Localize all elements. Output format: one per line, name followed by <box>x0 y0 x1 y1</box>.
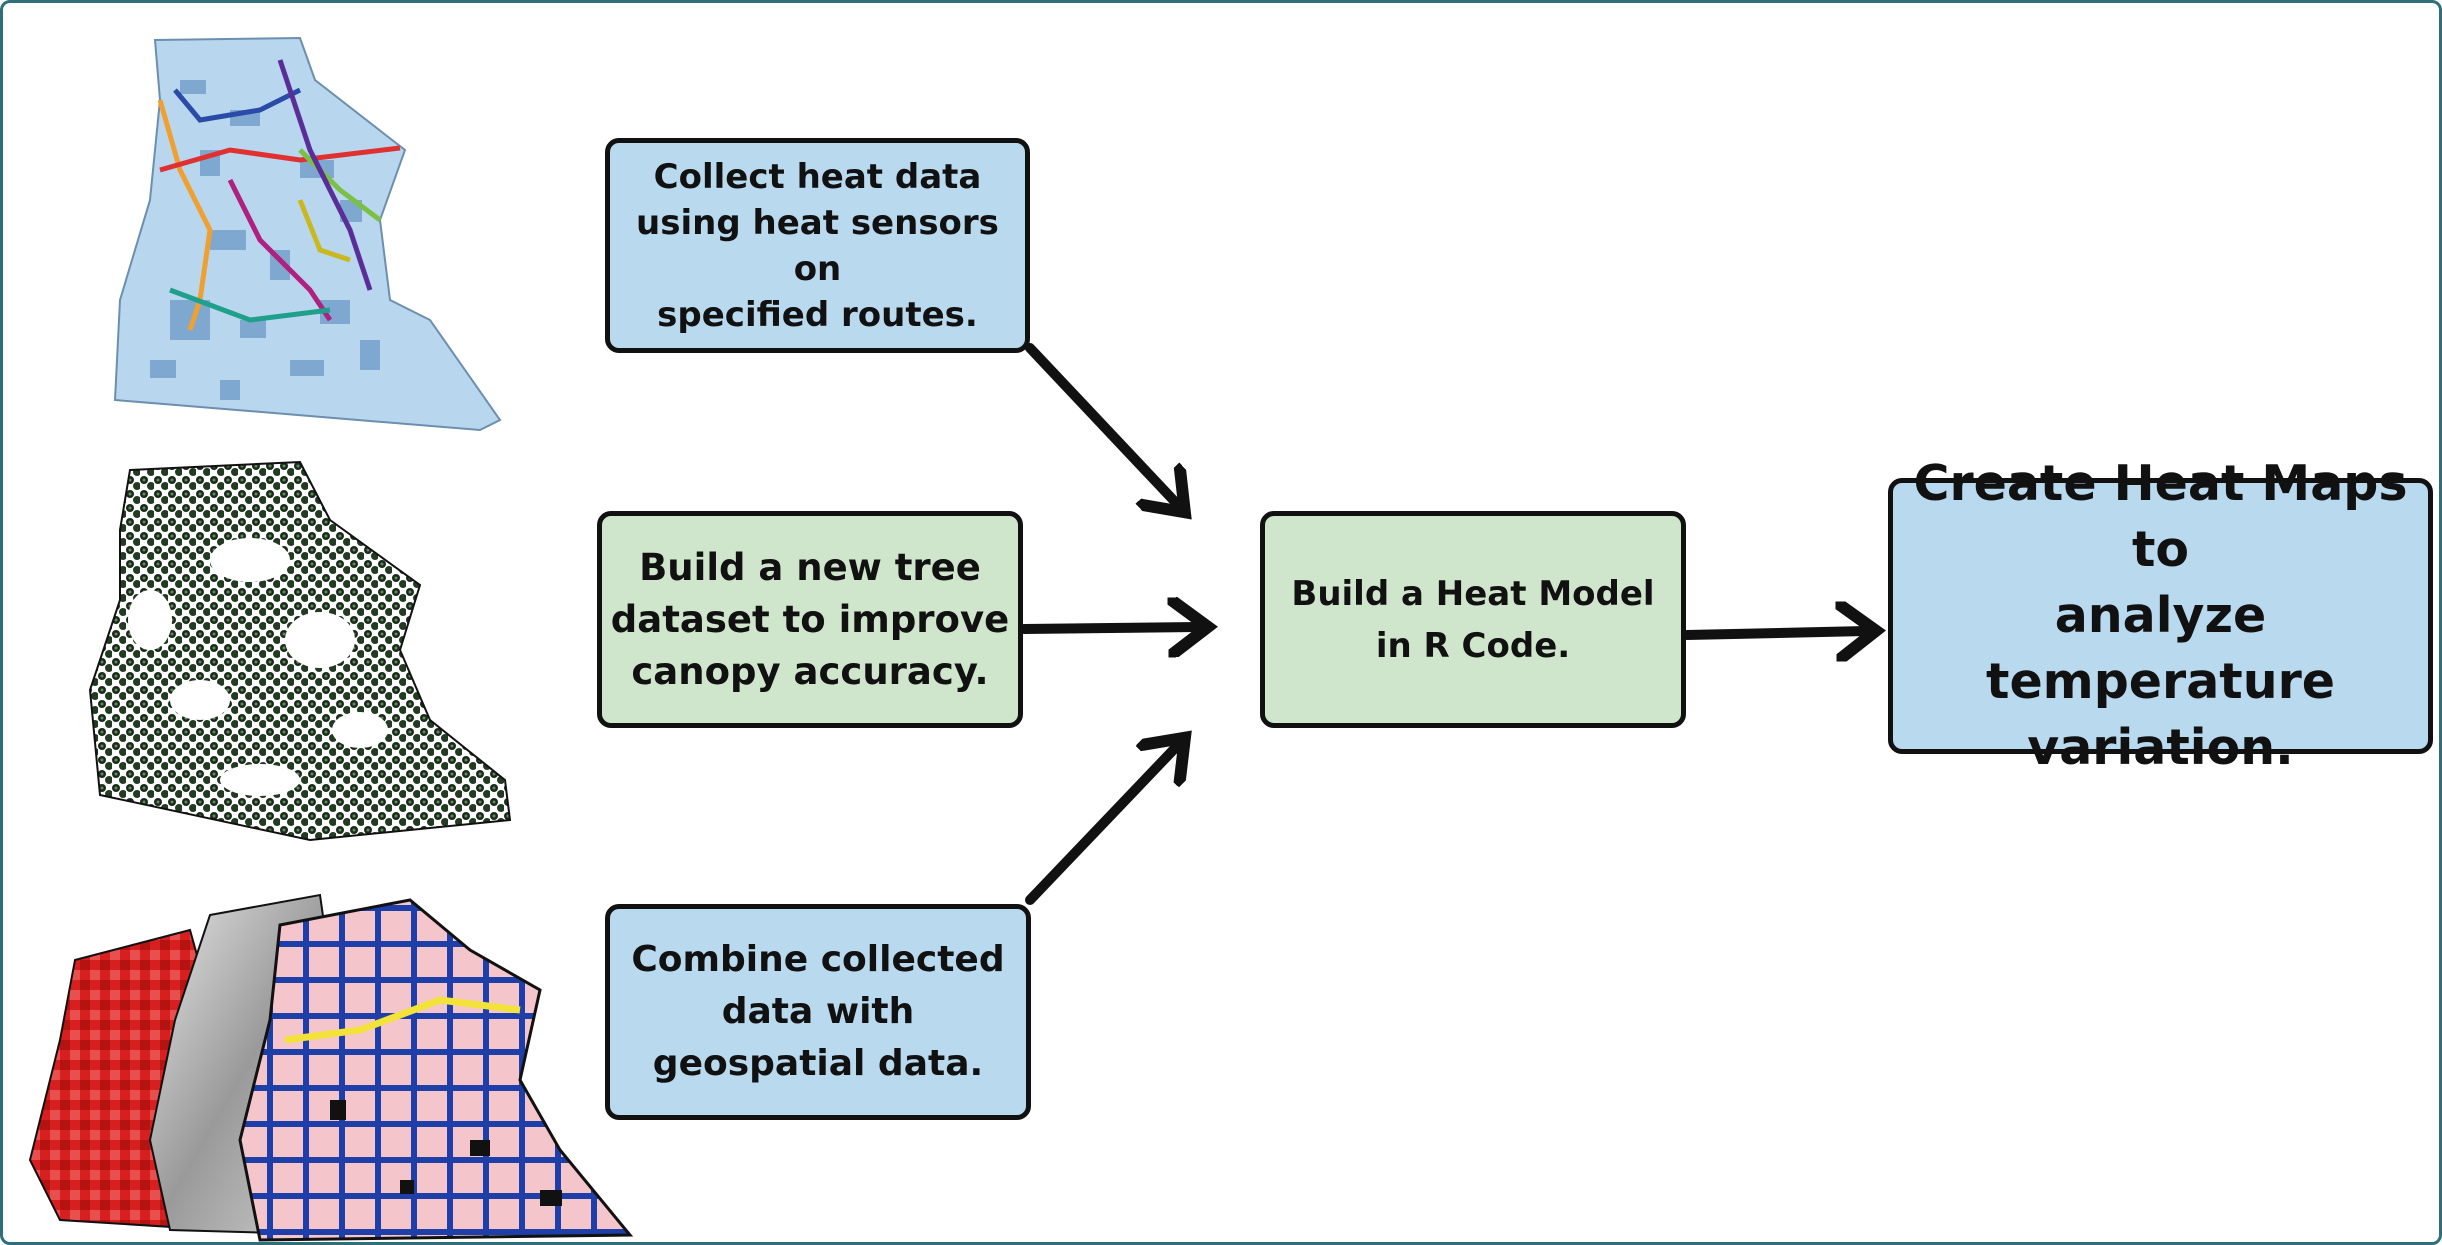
step-collect-label: Collect heat data using heat sensors on … <box>636 156 999 335</box>
step-build-heat-model: Build a Heat Model in R Code. <box>1260 511 1686 728</box>
arrow-combine-to-model <box>1025 745 1178 905</box>
step-combine-label: Combine collected data with geospatial d… <box>631 939 1005 1084</box>
step-model-label: Build a Heat Model in R Code. <box>1291 573 1655 666</box>
step-tree-label: Build a new tree dataset to improve cano… <box>610 545 1010 693</box>
step-create-heat-maps: Create Heat Maps to analyze temperature … <box>1888 455 2433 776</box>
route-map-image <box>113 36 502 432</box>
step-maps-label: Create Heat Maps to analyze temperature … <box>1913 455 2408 776</box>
step-build-tree-dataset: Build a new tree dataset to improve cano… <box>597 511 1023 728</box>
arrows <box>1019 343 1866 905</box>
arrow-tree-to-model <box>1019 627 1198 629</box>
tree-canopy-map-image <box>88 460 512 842</box>
arrow-model-to-maps <box>1682 631 1866 635</box>
geospatial-layers-image <box>28 893 634 1242</box>
arrow-collect-to-model <box>1025 343 1178 505</box>
step-combine-data: Combine collected data with geospatial d… <box>605 904 1031 1120</box>
step-collect-heat-data: Collect heat data using heat sensors on … <box>605 138 1030 353</box>
